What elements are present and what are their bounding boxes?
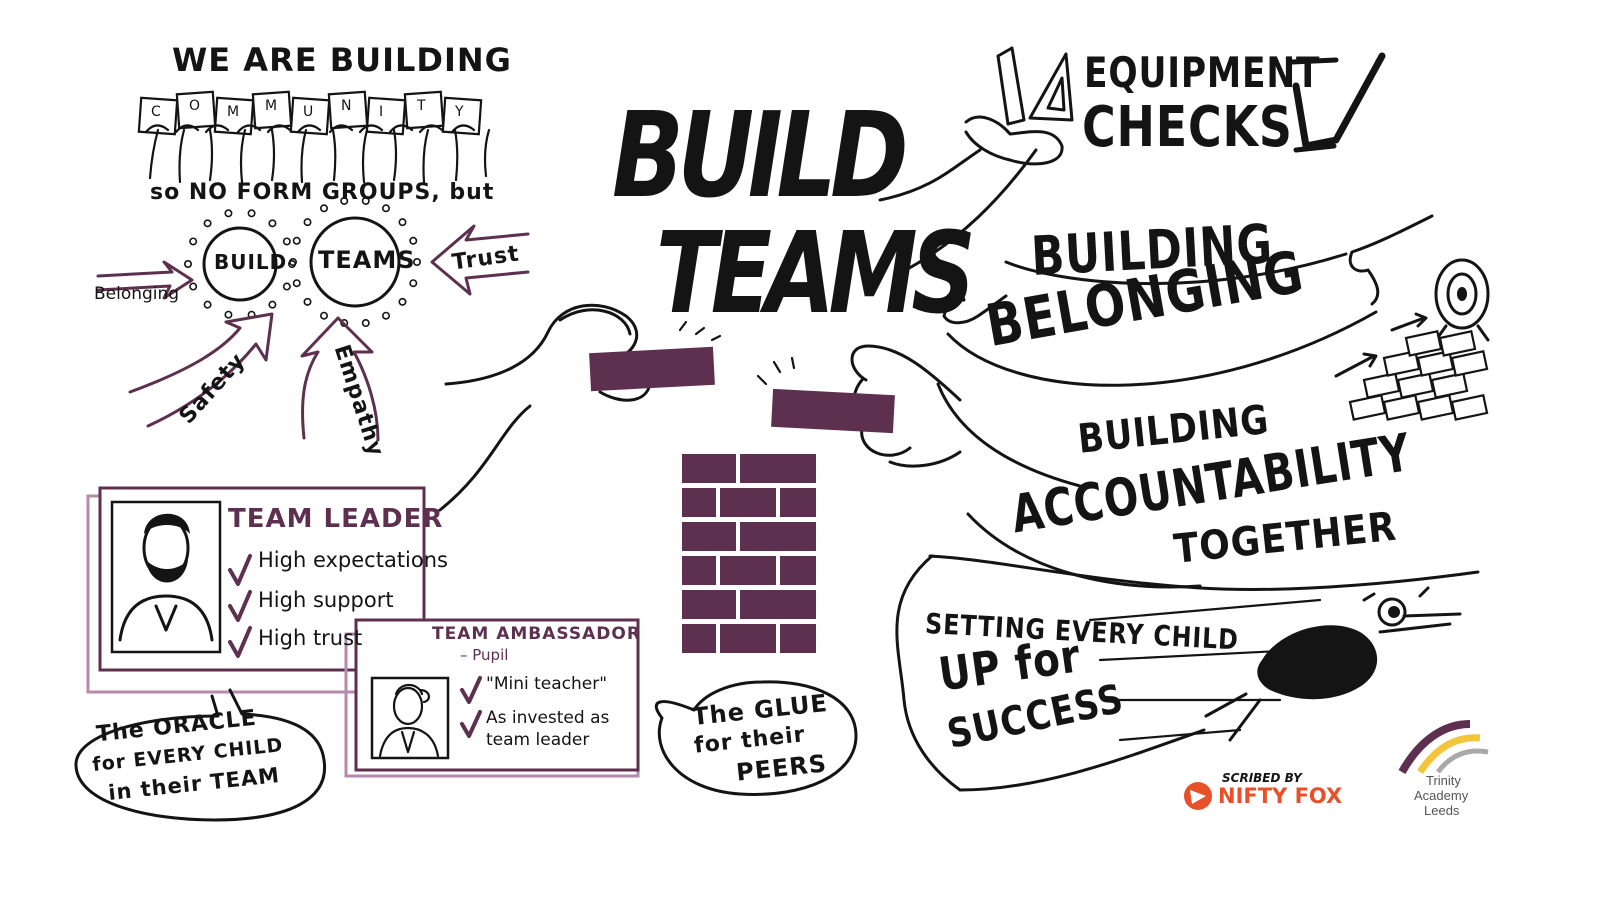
academy-line-2: Academy xyxy=(1414,788,1469,803)
community-letter: M xyxy=(227,104,240,120)
academy-line-1: Trinity xyxy=(1426,773,1461,788)
letter-card xyxy=(289,96,331,136)
team-leader-item-2: High support xyxy=(258,588,394,612)
community-subline: so NO FORM GROUPS, but xyxy=(150,180,495,205)
pupil-portrait-icon xyxy=(378,683,440,758)
connector-lines xyxy=(438,148,1038,512)
scribed-by-text: SCRIBED BY xyxy=(1222,771,1302,785)
community-headline: WE ARE BUILDING xyxy=(172,41,512,79)
equipment-line-1: EQUIPMENT xyxy=(1084,48,1321,97)
community-letter: C xyxy=(151,104,161,120)
community-letter: N xyxy=(341,98,352,114)
community-letter: M xyxy=(265,98,278,114)
community-letter: T xyxy=(417,98,426,114)
nifty-fox-logo xyxy=(1184,782,1212,810)
motion-marks-right xyxy=(756,356,796,386)
circle-label-build: BUILD xyxy=(214,250,288,274)
empathy-arrow-icon xyxy=(300,316,380,442)
safety-arrow-icon xyxy=(128,312,274,428)
community-letter: U xyxy=(303,104,314,120)
flying-child-icon xyxy=(1204,586,1462,742)
target-icon xyxy=(1434,258,1490,342)
letter-card xyxy=(175,90,217,130)
center-title-line1: BUILD xyxy=(612,86,909,224)
nifty-fox-text: NIFTY FOX xyxy=(1218,784,1343,808)
team-leader-item-3: High trust xyxy=(258,626,363,650)
belonging-hands-icon xyxy=(924,214,1434,325)
motion-marks-left xyxy=(678,320,722,342)
community-letter: I xyxy=(379,104,384,120)
letter-card xyxy=(441,96,483,136)
community-letter: O xyxy=(189,98,201,114)
equipment-line-2: CHECKS xyxy=(1082,95,1293,160)
ambassador-item-2: As invested as xyxy=(486,708,610,728)
trinity-academy-logo xyxy=(1398,720,1489,774)
community-letter: Y xyxy=(455,104,464,120)
raised-hands-icon xyxy=(144,124,491,184)
glue-speech-bubble xyxy=(654,680,858,796)
community-letter-cards xyxy=(137,90,483,136)
belonging-label: Belonging xyxy=(94,284,180,304)
checkmark-icon xyxy=(1289,52,1386,153)
team-leader-checkmarks xyxy=(228,554,252,658)
brick-steps-icon xyxy=(1348,330,1489,421)
ambassador-checkmarks xyxy=(460,676,482,738)
oracle-speech-bubble xyxy=(74,688,327,822)
hand-with-pencil-ruler-icon xyxy=(964,46,1074,166)
arrows-icon xyxy=(1334,312,1428,378)
brick-held-right xyxy=(771,388,895,434)
team-ambassador-card xyxy=(344,618,640,778)
trust-arrow-icon xyxy=(430,224,530,296)
ambassador-item-3: team leader xyxy=(486,730,590,750)
brick-held-left xyxy=(589,346,715,392)
ambassador-title: TEAM AMBASSADOR xyxy=(432,624,641,644)
right-hand-icon xyxy=(850,344,962,468)
academy-line-3: Leeds xyxy=(1424,803,1460,818)
brick-wall-icon xyxy=(682,454,816,653)
circle-label-teams: TEAMS xyxy=(318,246,416,274)
team-leader-portrait-icon xyxy=(118,513,214,642)
build-teams-circles xyxy=(202,216,401,308)
team-leader-title: TEAM LEADER xyxy=(228,504,444,534)
ambassador-subtitle: – Pupil xyxy=(460,646,509,664)
left-hand-icon xyxy=(444,303,652,402)
team-leader-item-1: High expectations xyxy=(258,548,448,572)
belonging-arrow-icon xyxy=(96,260,194,300)
belonging-banner xyxy=(946,252,1378,387)
success-swoosh xyxy=(895,554,1480,792)
letter-card xyxy=(365,96,407,136)
center-title-line2: TEAMS xyxy=(656,209,976,339)
ambassador-item-1: "Mini teacher" xyxy=(486,674,608,694)
letter-card xyxy=(213,96,255,136)
